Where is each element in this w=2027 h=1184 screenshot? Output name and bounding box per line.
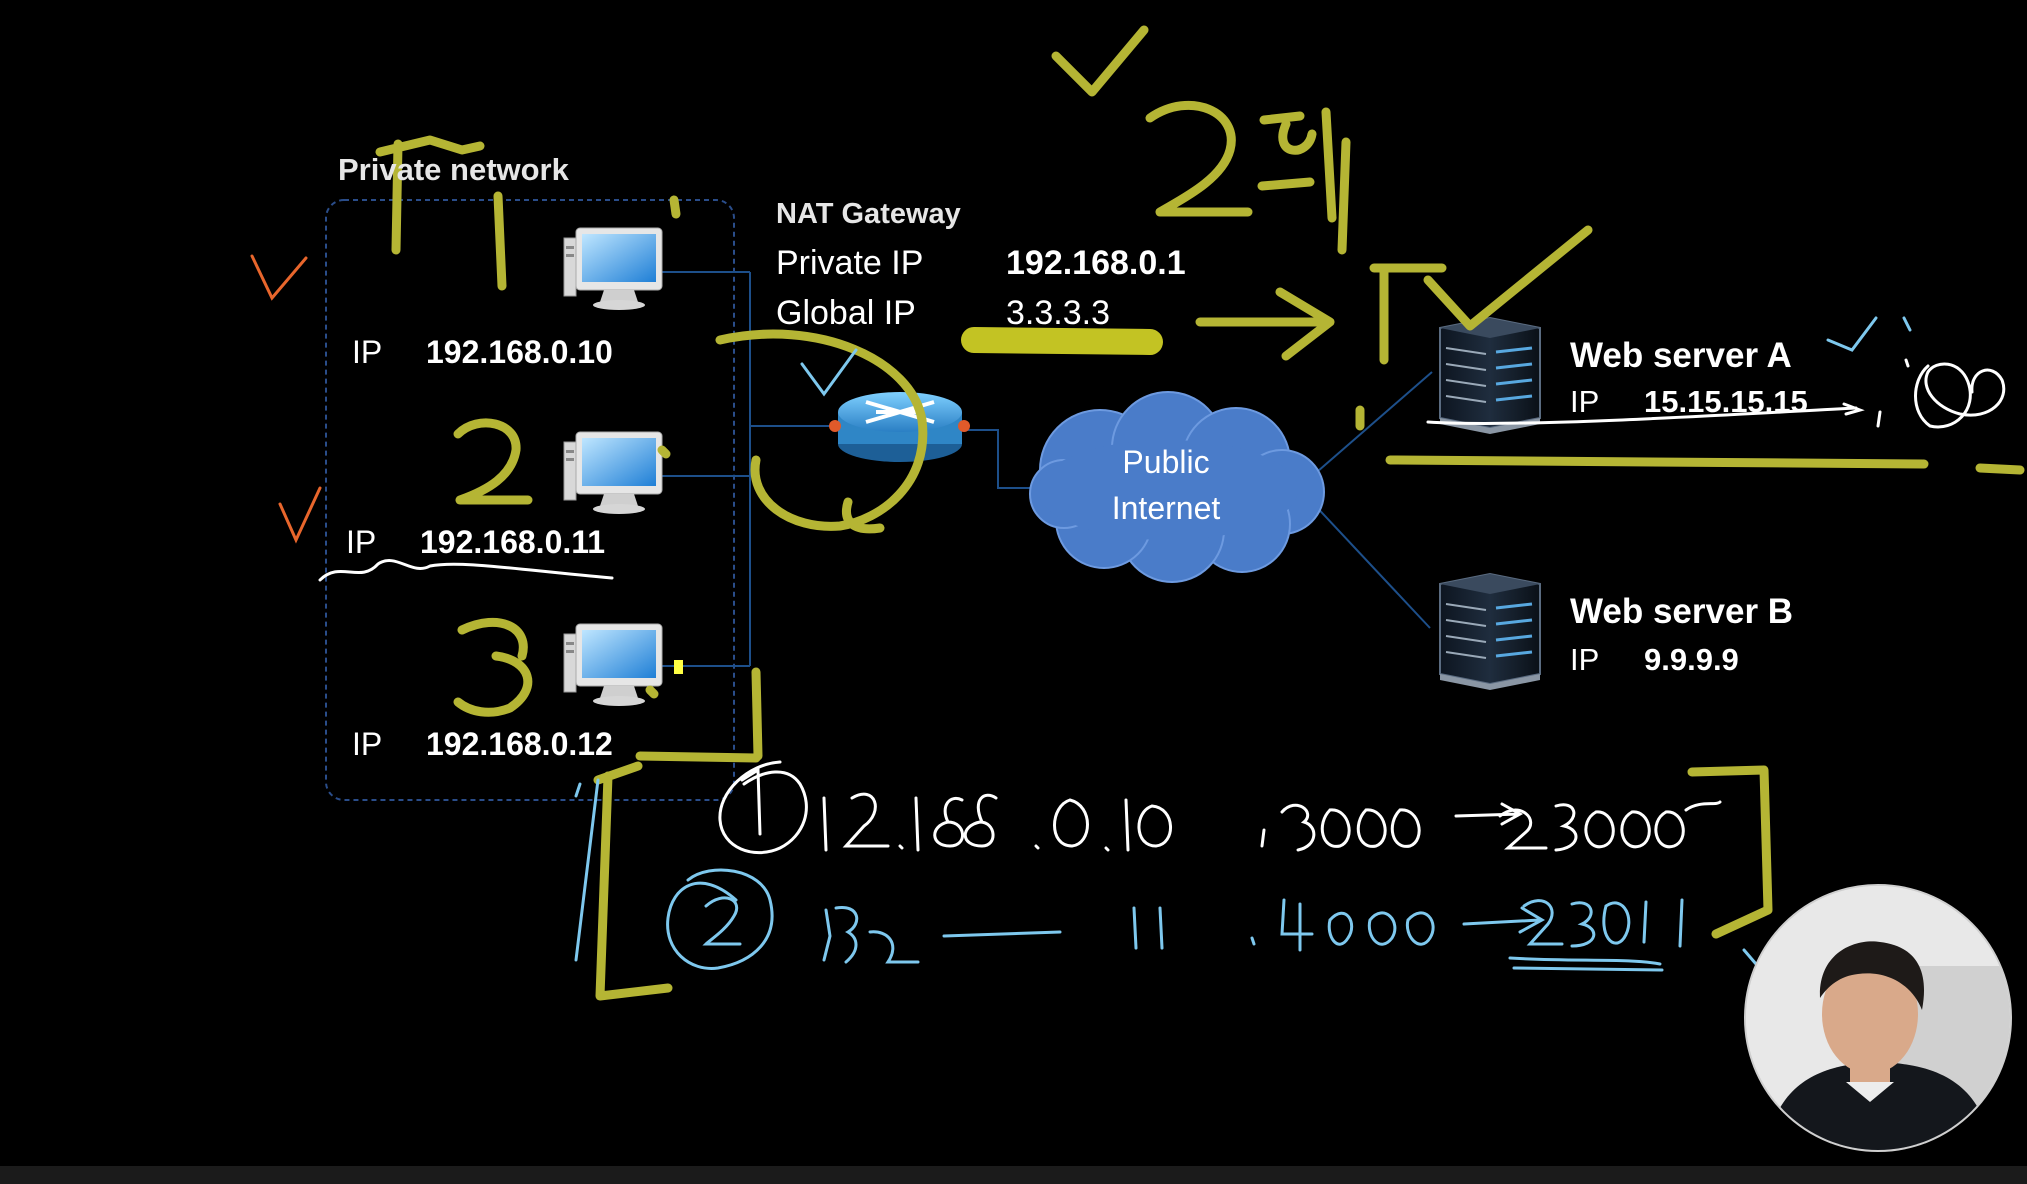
blue-annotations xyxy=(574,316,1912,972)
yellow-annotations xyxy=(375,25,2025,1001)
white-annotations xyxy=(318,358,2006,855)
host-ip-value: 192.168.0.11 xyxy=(420,524,606,560)
server-icon xyxy=(1438,572,1542,692)
host-ip-label: IP xyxy=(352,726,383,762)
private-network-title: Private network xyxy=(338,152,569,187)
host-ip-label: IP xyxy=(352,334,383,370)
private-network-border xyxy=(325,199,735,801)
server-ip-label: IP xyxy=(1570,642,1600,677)
cloud-label-line2: Internet xyxy=(1111,490,1221,526)
server-icon xyxy=(1438,316,1542,436)
orange-checkmarks xyxy=(250,254,322,544)
host-ip-value: 192.168.0.10 xyxy=(426,334,613,370)
bottom-bar xyxy=(0,1166,2027,1184)
host-ip-label: IP xyxy=(346,524,377,560)
nat-gateway-title: NAT Gateway xyxy=(776,198,961,230)
server-name: Web server A xyxy=(1570,336,1792,375)
router-icon xyxy=(829,392,970,462)
presenter-webcam-avatar xyxy=(1744,884,2012,1152)
computer-icon xyxy=(563,227,663,311)
cloud-label-line1: Public xyxy=(1122,444,1210,480)
nat-global-ip-value: 3.3.3.3 xyxy=(1006,294,1110,332)
computer-icon xyxy=(563,431,663,515)
nat-private-ip-value: 192.168.0.1 xyxy=(1006,244,1186,282)
highlight-stroke xyxy=(961,327,1163,355)
host-ip-value: 192.168.0.12 xyxy=(426,726,613,762)
server-ip-value: 15.15.15.15 xyxy=(1644,384,1808,419)
public-internet-cloud-icon xyxy=(1029,391,1325,583)
nat-private-ip-label: Private IP xyxy=(776,244,924,282)
server-ip-label: IP xyxy=(1570,384,1600,419)
nat-global-ip-label: Global IP xyxy=(776,294,916,332)
server-ip-value: 9.9.9.9 xyxy=(1644,642,1739,677)
computer-icon xyxy=(563,623,663,707)
server-name: Web server B xyxy=(1570,592,1794,631)
